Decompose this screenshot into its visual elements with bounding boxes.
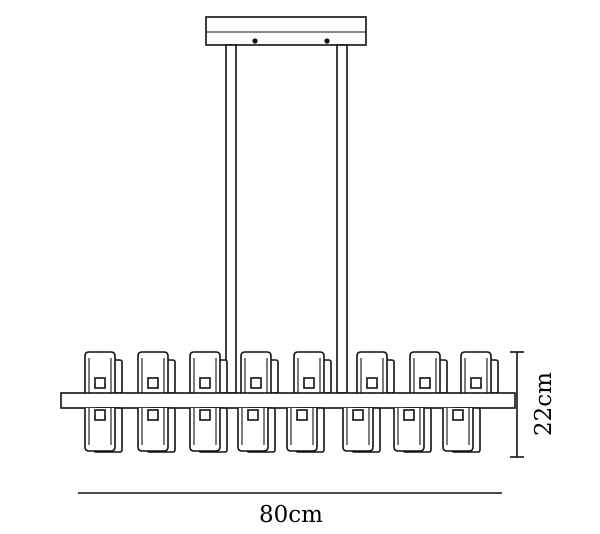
suspension-rods bbox=[225, 44, 348, 394]
ceiling-canopy bbox=[205, 16, 367, 46]
top-light-shade bbox=[460, 351, 499, 394]
top-light-shade bbox=[356, 351, 395, 394]
bottom-light-row bbox=[84, 407, 481, 453]
main-bar bbox=[60, 392, 516, 409]
top-light-shade bbox=[293, 351, 332, 394]
top-light-shade bbox=[84, 351, 123, 394]
bottom-light-shade bbox=[286, 407, 325, 453]
bottom-light-shade bbox=[442, 407, 481, 453]
bottom-light-shade bbox=[342, 407, 381, 453]
width-dimension: 80cm bbox=[78, 492, 502, 528]
top-light-shade bbox=[409, 351, 448, 394]
canopy-screw-right bbox=[324, 38, 330, 44]
height-dimension: 22cm bbox=[510, 351, 557, 458]
rod-left bbox=[225, 44, 237, 394]
canopy-screw-left bbox=[252, 38, 258, 44]
bottom-light-shade bbox=[393, 407, 432, 453]
bottom-light-shade bbox=[84, 407, 123, 453]
bottom-light-shade bbox=[189, 407, 228, 453]
top-light-shade bbox=[137, 351, 176, 394]
bottom-light-shade bbox=[137, 407, 176, 453]
rod-right bbox=[336, 44, 348, 394]
width-label: 80cm bbox=[259, 502, 323, 528]
top-light-shade bbox=[189, 351, 228, 394]
height-label: 22cm bbox=[531, 372, 557, 436]
top-light-row bbox=[84, 351, 499, 394]
top-light-shade bbox=[240, 351, 279, 394]
bottom-light-shade bbox=[237, 407, 276, 453]
